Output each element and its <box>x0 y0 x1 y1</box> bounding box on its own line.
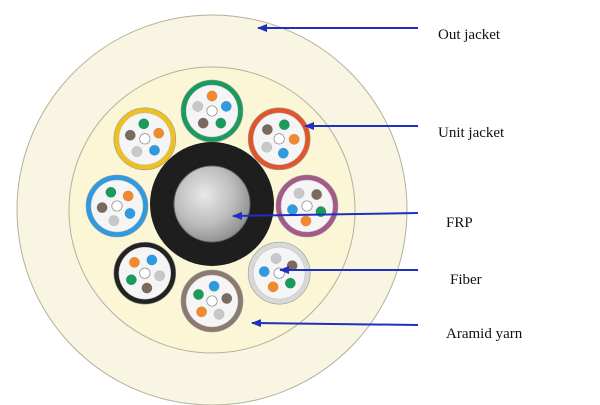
label-aramid-yarn: Aramid yarn <box>446 326 523 342</box>
unit-tube <box>180 269 244 333</box>
fiber <box>270 253 282 264</box>
fiber <box>261 124 273 136</box>
fiber <box>206 90 218 102</box>
callout-arrows <box>232 24 419 328</box>
fiber <box>206 105 218 117</box>
unit-tube <box>247 241 311 305</box>
fiber <box>278 119 290 131</box>
fiber <box>124 208 136 219</box>
fiber <box>149 144 160 156</box>
fiber <box>288 133 300 145</box>
fiber <box>261 141 273 153</box>
fiber <box>301 200 313 212</box>
unit-tube <box>113 107 177 171</box>
fiber <box>284 277 296 289</box>
fiber <box>192 100 204 112</box>
fiber <box>111 200 123 212</box>
label-out-jacket: Out jacket <box>438 27 501 43</box>
arrow-aramid-yarn <box>251 319 419 328</box>
fiber <box>138 118 150 130</box>
frp-core <box>173 165 251 243</box>
fiber <box>197 117 209 129</box>
unit-tube <box>275 174 339 238</box>
fiber <box>96 202 108 214</box>
fiber <box>286 204 298 216</box>
fiber <box>153 127 165 139</box>
fiber <box>125 274 137 286</box>
fiber <box>141 282 153 294</box>
fiber <box>273 133 285 145</box>
fiber <box>154 270 166 282</box>
fiber <box>293 187 305 199</box>
fiber <box>139 267 151 279</box>
fiber <box>193 288 204 300</box>
fiber <box>108 215 120 227</box>
fiber <box>220 100 232 112</box>
fiber <box>258 266 270 278</box>
fiber <box>122 190 134 202</box>
label-unit-jacket: Unit jacket <box>438 125 505 141</box>
fiber <box>300 215 312 227</box>
fiber <box>267 281 279 293</box>
fiber <box>221 292 233 304</box>
fiber <box>139 133 151 145</box>
fiber <box>208 280 220 292</box>
unit-tube <box>180 79 244 143</box>
fiber <box>131 146 143 157</box>
fiber <box>215 117 227 129</box>
fiber <box>105 186 117 198</box>
fiber <box>311 189 323 200</box>
fiber <box>213 308 225 320</box>
unit-tube <box>247 107 311 171</box>
fiber <box>124 129 136 141</box>
unit-tubes <box>85 79 339 333</box>
unit-tube <box>113 241 177 305</box>
fiber <box>277 147 289 159</box>
label-fiber: Fiber <box>450 272 482 288</box>
fiber <box>196 306 208 318</box>
label-frp: FRP <box>446 215 473 231</box>
unit-tube <box>85 174 149 238</box>
fiber <box>128 256 140 268</box>
fiber <box>146 254 158 266</box>
fiber <box>206 295 218 307</box>
arrow-frp <box>232 211 419 220</box>
